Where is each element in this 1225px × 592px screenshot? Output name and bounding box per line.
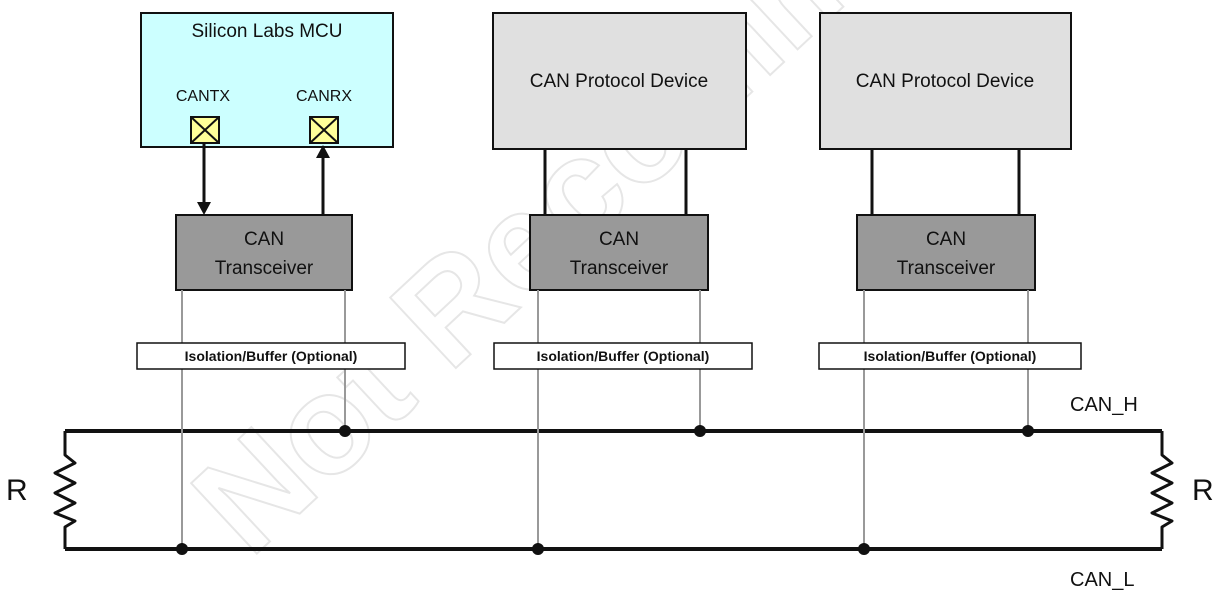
isolation-3-label: Isolation/Buffer (Optional) [864, 348, 1037, 364]
junction-dot [1022, 425, 1034, 437]
transceiver-2-line2: Transceiver [570, 258, 669, 279]
mcu-title: Silicon Labs MCU [192, 21, 343, 42]
transceiver-box-2 [529, 214, 709, 291]
can-h-label: CAN_H [1070, 394, 1138, 416]
canrx-label: CANRX [296, 88, 352, 105]
rx-arrow [316, 145, 330, 215]
left-resistor-label: R [6, 474, 28, 507]
cantx-label: CANTX [176, 88, 231, 105]
left-termination-resistor [53, 431, 77, 549]
transceiver-3-line2: Transceiver [897, 258, 996, 279]
transceiver-box-1 [175, 214, 353, 291]
isolation-box-3: Isolation/Buffer (Optional) [818, 342, 1082, 370]
tx-arrow [197, 143, 211, 215]
junction-dot [339, 425, 351, 437]
isolation-2-label: Isolation/Buffer (Optional) [537, 348, 710, 364]
junction-dot [858, 543, 870, 555]
junction-dot [532, 543, 544, 555]
junction-dots [176, 425, 1034, 555]
transceiver-box-3 [856, 214, 1036, 291]
protocol-device-box-1 [492, 12, 747, 150]
canrx-pin-icon [309, 116, 339, 144]
protocol-device-box-2 [819, 12, 1072, 150]
cantx-pin-icon [190, 116, 220, 144]
transceiver-1-line2: Transceiver [215, 258, 314, 279]
transceiver-2-line1: CAN [599, 229, 639, 250]
junction-dot [176, 543, 188, 555]
isolation-box-1: Isolation/Buffer (Optional) [136, 342, 406, 370]
right-termination-resistor [1150, 431, 1174, 549]
right-resistor-label: R [1192, 474, 1214, 507]
transceiver-3-line1: CAN [926, 229, 966, 250]
protocol-device-2-label: CAN Protocol Device [856, 71, 1034, 92]
protocol-device-1-label: CAN Protocol Device [530, 71, 708, 92]
transceiver-1-line1: CAN [244, 229, 284, 250]
isolation-1-label: Isolation/Buffer (Optional) [185, 348, 358, 364]
mcu-box [140, 12, 394, 148]
can-l-label: CAN_L [1070, 569, 1134, 591]
isolation-box-2: Isolation/Buffer (Optional) [493, 342, 753, 370]
junction-dot [694, 425, 706, 437]
